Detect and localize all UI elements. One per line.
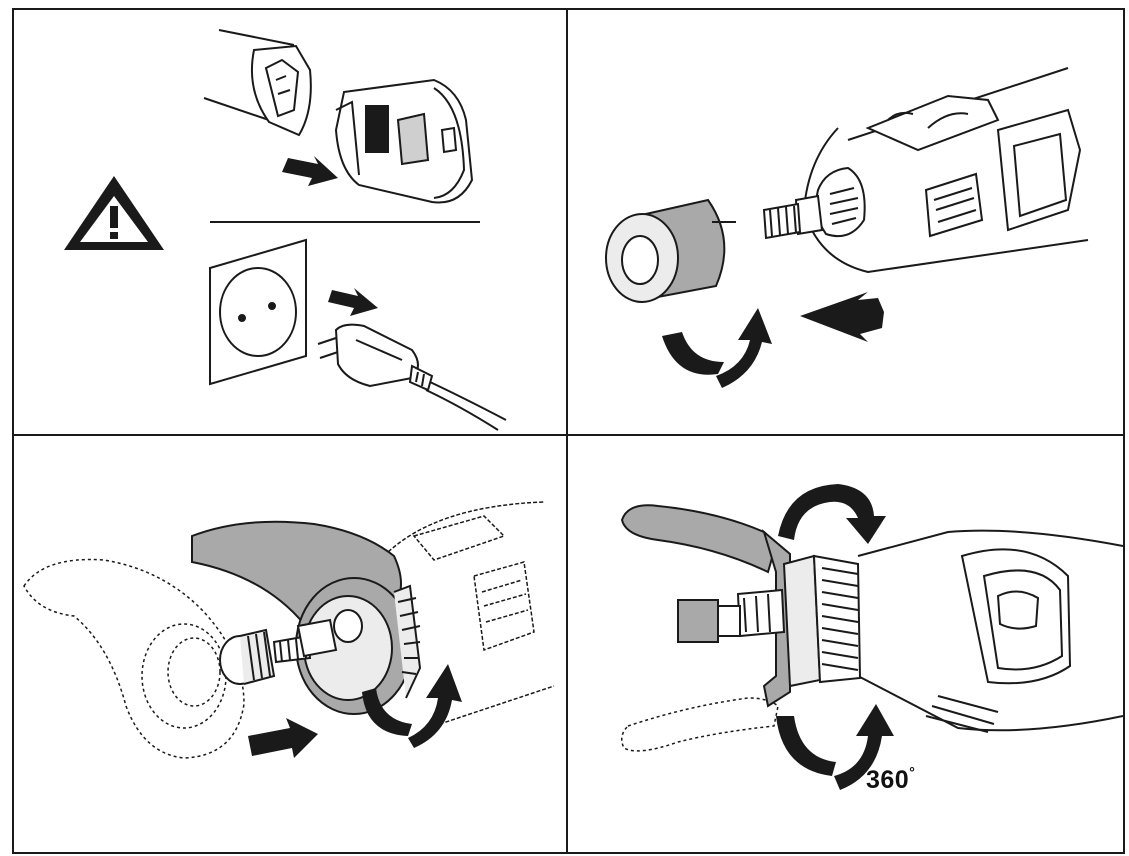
diagram-frame bbox=[12, 8, 1125, 854]
rotation-unit: ° bbox=[909, 764, 916, 780]
push-arrow-icon bbox=[248, 718, 318, 758]
panel-1-illustration bbox=[64, 29, 507, 431]
collet-cap-icon bbox=[605, 198, 736, 303]
push-arrow-icon bbox=[800, 292, 884, 342]
guide-handle-outline-icon bbox=[621, 697, 779, 752]
vertical-divider bbox=[566, 8, 568, 854]
battery-pack-icon bbox=[334, 78, 474, 204]
guide-handle-icon bbox=[191, 520, 422, 715]
panel-remove-cap bbox=[568, 10, 1123, 434]
panel-4-illustration bbox=[620, 484, 1123, 790]
rotation-value: 360 bbox=[866, 766, 910, 794]
wall-socket-icon bbox=[209, 238, 307, 386]
panel-disconnect-power bbox=[14, 10, 566, 434]
panel-attach-guide-handle bbox=[14, 436, 566, 852]
horizontal-divider bbox=[12, 434, 1125, 436]
guide-handle-icon bbox=[620, 504, 862, 708]
rotation-degrees-label: 360° bbox=[866, 764, 916, 795]
rotate-arrow-icon bbox=[776, 704, 894, 790]
rotate-arrow-icon bbox=[778, 484, 886, 544]
rotate-arrow-icon bbox=[662, 308, 772, 388]
panel-3-illustration bbox=[23, 501, 555, 759]
push-arrow-icon bbox=[328, 288, 378, 316]
panel-2-illustration bbox=[605, 67, 1089, 388]
rotate-arrow-icon bbox=[362, 664, 462, 748]
rotary-tool-icon bbox=[857, 529, 1123, 733]
warning-triangle-icon bbox=[64, 176, 164, 250]
push-arrow-icon bbox=[282, 156, 338, 186]
tool-rear-icon bbox=[203, 29, 312, 137]
power-plug-icon bbox=[317, 323, 507, 431]
collet-nut-icon bbox=[219, 618, 338, 685]
rotary-tool-icon bbox=[762, 67, 1089, 274]
panel-rotate-handle bbox=[568, 436, 1123, 852]
guide-handle-outline-icon bbox=[23, 558, 245, 759]
rotary-tool-icon bbox=[383, 501, 555, 727]
